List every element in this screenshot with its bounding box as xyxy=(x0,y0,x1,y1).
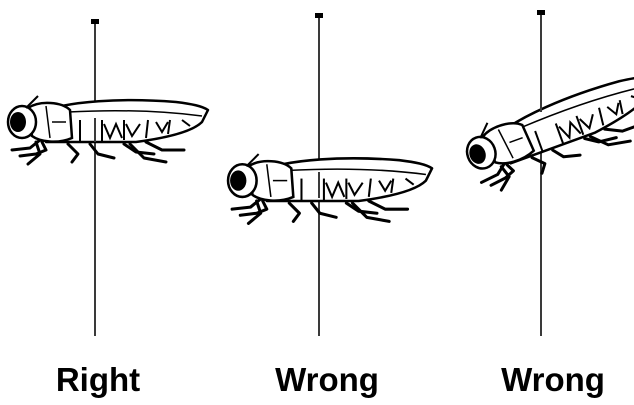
pin-head-icon xyxy=(315,13,323,18)
insect-icon xyxy=(228,154,432,223)
panel-right xyxy=(8,19,208,336)
insect-icon xyxy=(459,65,634,197)
panel-wrong-1 xyxy=(228,13,432,336)
panel-wrong-2 xyxy=(459,10,634,336)
caption-wrong: Wrong xyxy=(463,360,634,400)
pin-head-icon xyxy=(537,10,545,15)
pin-head-icon xyxy=(91,19,99,24)
insect-icon xyxy=(8,96,208,164)
caption-right: Right xyxy=(8,360,188,400)
caption-wrong: Wrong xyxy=(237,360,417,400)
